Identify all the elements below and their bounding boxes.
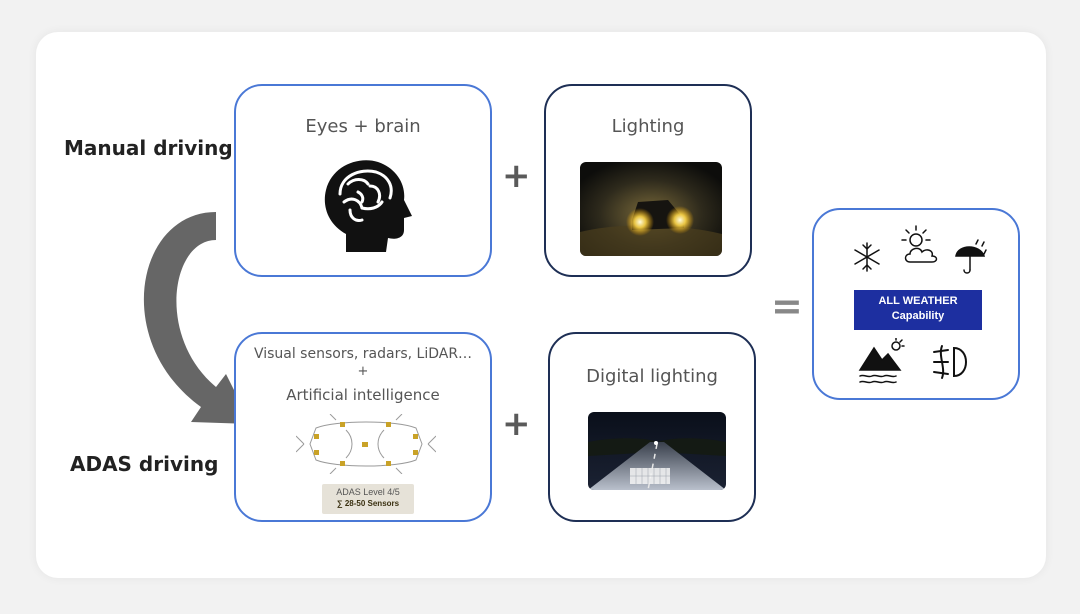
lighting-box: Lighting — [544, 84, 752, 277]
sensors-ai-box: Visual sensors, radars, LiDAR… + Artific… — [234, 332, 492, 522]
eyes-brain-box: Eyes + brain — [234, 84, 492, 277]
mountain-sun-water-icon — [858, 338, 905, 384]
curved-arrow-shape — [143, 212, 251, 424]
sensor-count-text: ∑ 28-50 Sensors — [336, 499, 400, 508]
adas-driving-label: ADAS driving — [70, 452, 219, 476]
banner-line-2: Capability — [891, 310, 945, 322]
plus-top: + — [502, 156, 531, 196]
all-weather-banner: ALL WEATHER Capability — [854, 290, 982, 330]
all-weather-box: ALL WEATHER Capability — [812, 208, 1020, 400]
fog-light-icon — [933, 345, 967, 379]
snowflake-icon — [854, 242, 880, 272]
sun-cloud-icon — [901, 225, 938, 263]
digital-lighting-box: Digital lighting — [548, 332, 756, 522]
adas-level-badge: ADAS Level 4/5 ∑ 28-50 Sensors — [322, 484, 414, 514]
head-brain-icon — [324, 160, 412, 252]
sensors-line: Visual sensors, radars, LiDAR… — [253, 346, 473, 362]
foggy-car-photo — [580, 162, 722, 256]
manual-driving-label: Manual driving — [64, 136, 233, 160]
adas-level-text: ADAS Level 4/5 — [336, 487, 400, 497]
transition-arrow — [143, 212, 251, 424]
equals-sign: = — [771, 284, 803, 328]
plus-bottom: + — [502, 404, 531, 444]
umbrella-rain-icon — [955, 239, 987, 274]
digital-lighting-title: Digital lighting — [586, 366, 718, 387]
ai-line: Artificial intelligence — [286, 386, 440, 404]
night-road-photo — [588, 412, 726, 490]
diagram-card: Manual driving ADAS driving Eyes + brain… — [36, 32, 1046, 578]
sensors-plus: + — [357, 364, 369, 379]
eyes-brain-title: Eyes + brain — [305, 116, 421, 137]
car-sensor-diagram — [296, 414, 436, 474]
lighting-title: Lighting — [611, 116, 685, 137]
banner-line-1: ALL WEATHER — [878, 295, 958, 307]
